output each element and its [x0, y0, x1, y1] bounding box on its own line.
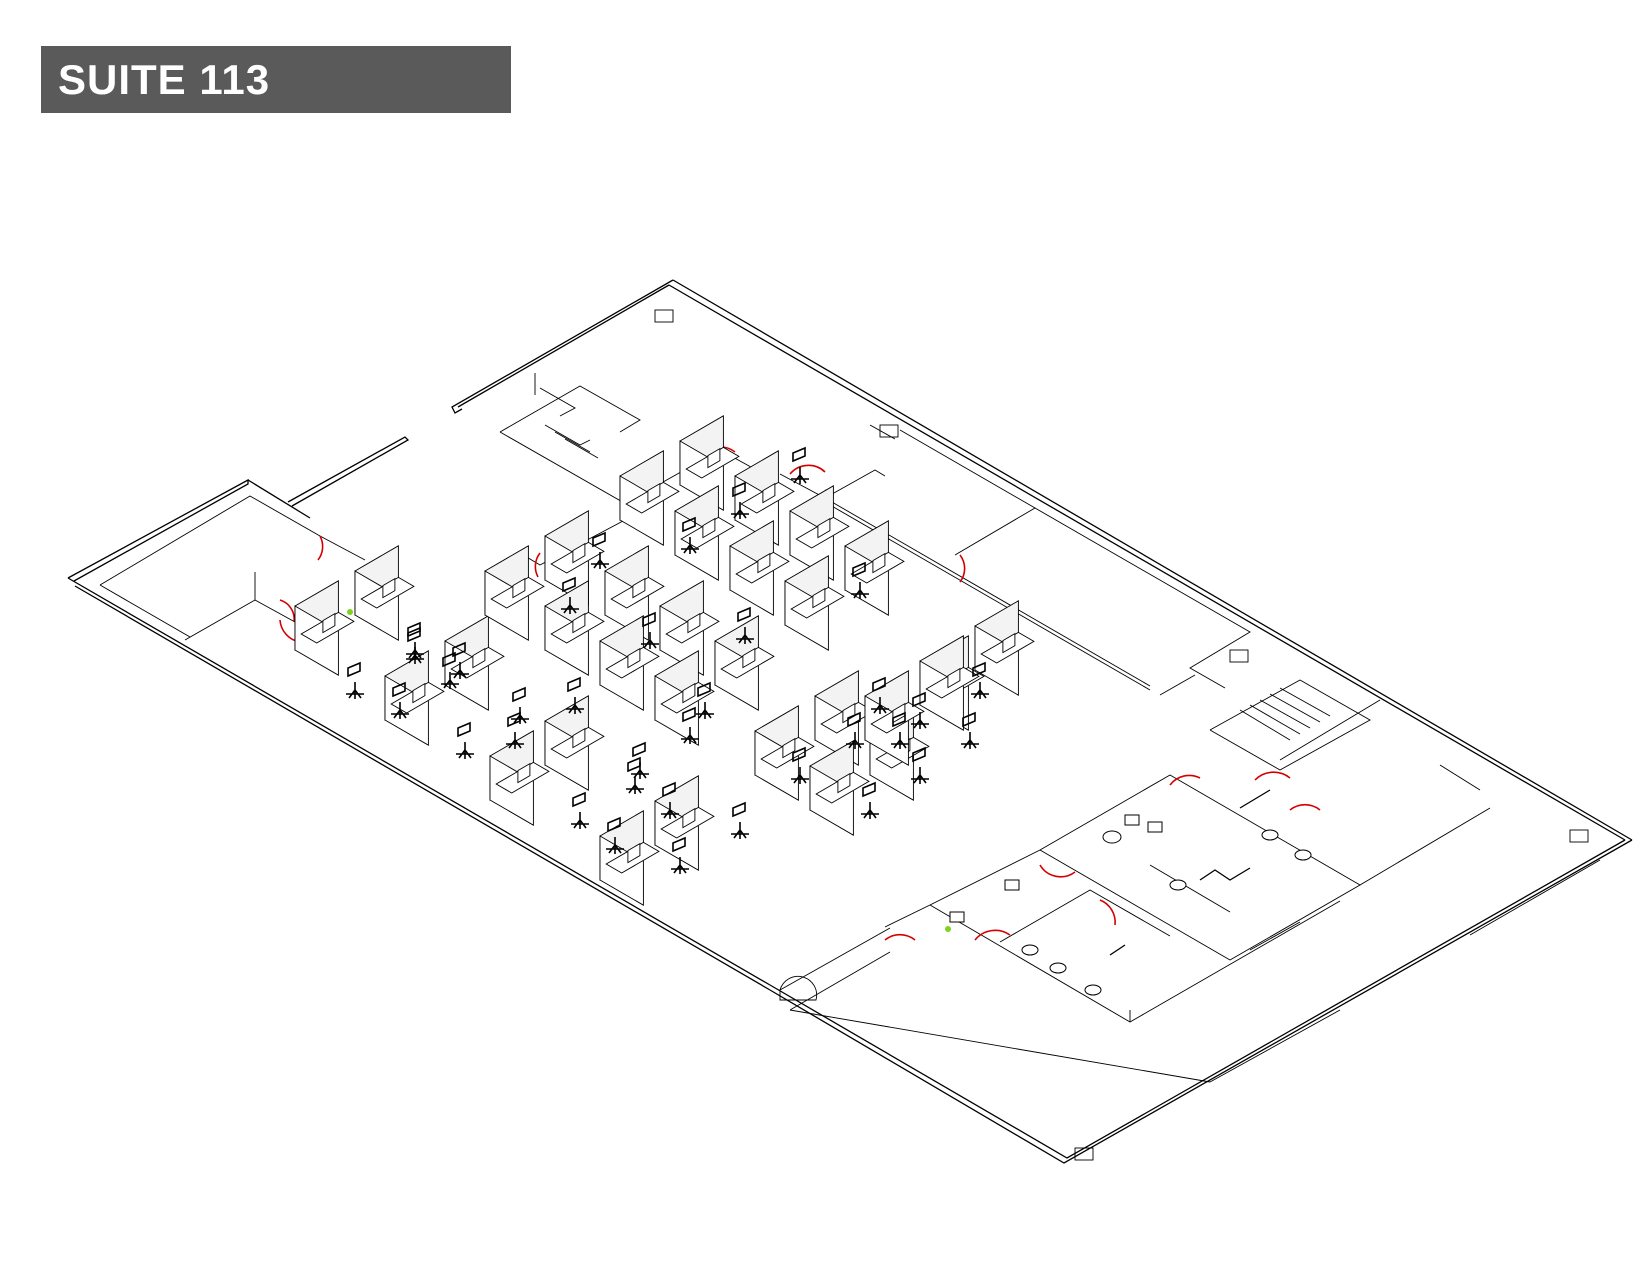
monitor-icon	[837, 772, 851, 794]
office-chair-icon	[571, 791, 589, 829]
monitor-icon	[947, 667, 961, 689]
office-chairs	[346, 446, 989, 874]
office-chair-icon	[871, 676, 889, 714]
office-chair-icon	[451, 641, 469, 679]
office-chair-icon	[606, 816, 624, 854]
office-chair-icon	[891, 711, 909, 749]
office-chair-icon	[971, 661, 989, 699]
monitor-icon	[322, 612, 336, 634]
office-chair-icon	[851, 561, 869, 599]
marker-dot	[347, 609, 353, 615]
door-swing-icon	[534, 552, 541, 578]
toilet-icon	[1102, 830, 1122, 844]
sink-icon	[1124, 814, 1140, 826]
suite-title-bar: SUITE 113	[41, 46, 511, 113]
toilet-icon	[1084, 984, 1102, 996]
monitor-icon	[627, 647, 641, 669]
office-chair-icon	[731, 481, 749, 519]
monitor-icon	[517, 762, 531, 784]
office-chair-icon	[506, 711, 524, 749]
office-chair-icon	[671, 836, 689, 874]
office-chair-icon	[566, 676, 584, 714]
monitor-icon	[572, 542, 586, 564]
monitor-icon	[812, 587, 826, 609]
structural-columns	[654, 309, 1589, 1161]
monitor-icon	[872, 552, 886, 574]
door-swing-icon	[317, 535, 324, 561]
monitor-icon	[412, 682, 426, 704]
monitor-icon	[817, 517, 831, 539]
toilet-icon	[1169, 879, 1187, 891]
office-chair-icon	[456, 721, 474, 759]
office-chair-icon	[861, 781, 879, 819]
monitor-icon	[632, 577, 646, 599]
monitor-icon	[512, 577, 526, 599]
office-chair-icon	[696, 681, 714, 719]
monitor-icon	[757, 552, 771, 574]
office-chair-icon	[681, 706, 699, 744]
office-chair-icon	[391, 681, 409, 719]
office-chair-icon	[626, 756, 644, 794]
sink-icon	[1147, 821, 1163, 833]
office-chair-icon	[961, 711, 979, 749]
office-chair-icon	[731, 801, 749, 839]
monitor-icon	[687, 612, 701, 634]
office-chair-icon	[631, 741, 649, 779]
monitor-icon	[1002, 632, 1016, 654]
exterior-walls	[67, 279, 1633, 1164]
office-chair-icon	[736, 606, 754, 644]
cubicle-clusters	[294, 415, 1035, 906]
monitor-icon	[702, 517, 716, 539]
toilet-icon	[1294, 849, 1312, 861]
monitor-icon	[572, 727, 586, 749]
office-chair-icon	[441, 651, 459, 689]
toilet-icon	[1021, 944, 1039, 956]
monitor-icon	[472, 647, 486, 669]
monitor-icon	[762, 482, 776, 504]
sink-icon	[949, 911, 965, 923]
office-chair-icon	[661, 781, 679, 819]
monitor-icon	[742, 647, 756, 669]
sink-icon	[1004, 879, 1020, 891]
office-chair-icon	[791, 446, 809, 484]
office-chair-icon	[846, 711, 864, 749]
monitor-icon	[382, 577, 396, 599]
office-chair-icon	[641, 611, 659, 649]
monitor-icon	[572, 612, 586, 634]
office-chair-icon	[911, 691, 929, 729]
toilet-icon	[1049, 962, 1067, 974]
office-chair-icon	[681, 516, 699, 554]
restroom-fixtures	[949, 789, 1312, 996]
office-chair-icon	[591, 531, 609, 569]
office-chair-icon	[561, 576, 579, 614]
marker-dot	[945, 926, 951, 932]
monitor-icon	[707, 447, 721, 469]
monitor-icon	[682, 682, 696, 704]
monitor-icon	[647, 482, 661, 504]
office-chair-icon	[791, 746, 809, 784]
monitor-icon	[782, 737, 796, 759]
suite-title: SUITE 113	[58, 55, 271, 103]
office-chair-icon	[346, 661, 364, 699]
interior-walls	[99, 373, 1601, 1083]
office-chair-icon	[911, 746, 929, 784]
monitor-icon	[682, 807, 696, 829]
office-chair-icon	[406, 621, 424, 659]
monitor-icon	[627, 842, 641, 864]
toilet-icon	[1261, 829, 1279, 841]
